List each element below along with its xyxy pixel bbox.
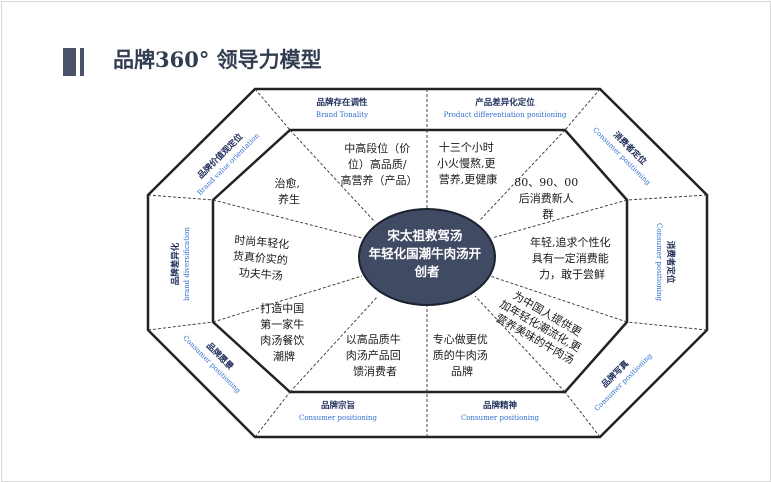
- title-bar-stripe: [80, 48, 84, 76]
- outer-label-diversification: 品牌差异化 brand diversification: [170, 227, 191, 301]
- spokes: [212, 129, 628, 393]
- outer-label-differentiation: 产品差异化定位 Product differentiation position…: [444, 97, 567, 119]
- inner-text-differentiation: 十三个小时 小火慢熬,更 营养,更健康: [437, 140, 499, 186]
- spoke: [489, 275, 628, 323]
- inner-text-line: 时尚年轻化: [234, 233, 290, 252]
- inner-text-purpose: 以高品质牛 肉汤产品回 馈消费者: [346, 332, 405, 378]
- inner-text-tonality: 中高段位（价 位）高品质/ 高营养（产品）: [341, 141, 418, 187]
- spoke: [212, 199, 363, 239]
- outer-label-tonality: 品牌存在调性 Brand Tonality: [316, 97, 368, 119]
- spoke: [212, 275, 363, 323]
- inner-text-line: 后消费新人: [519, 191, 574, 205]
- outer-label-purpose: 品牌宗旨 Consumer positioning: [299, 400, 378, 422]
- inner-text-line: 肉汤餐饮: [260, 333, 304, 347]
- inner-text-line: 品牌: [451, 364, 473, 378]
- inner-text-line: 专心做更优: [433, 332, 488, 346]
- ring-divider: [147, 321, 214, 331]
- ring-divider: [254, 391, 291, 438]
- inner-text-line: 治愈,: [275, 176, 301, 190]
- outer-label-zh: 产品差异化定位: [475, 97, 535, 108]
- inner-text-line: 位）高品质/: [348, 157, 407, 171]
- inner-text-line: 打造中国: [260, 301, 304, 315]
- ring-divider: [626, 321, 708, 331]
- center-text-line: 宋太祖救驾汤: [386, 228, 462, 243]
- inner-text-line: 小火慢熬,更: [437, 156, 496, 170]
- inner-text-line: 力，敢于尝鲜: [539, 267, 605, 281]
- inner-text-diversification-group: 时尚年轻化 货真价实的 功夫牛汤: [231, 233, 293, 284]
- inner-text-line: 中高段位（价: [344, 141, 410, 155]
- outer-label-en: Product differentiation positioning: [444, 111, 567, 119]
- center-text: 宋太祖救驾汤 年轻化国潮牛肉汤开 创者: [369, 228, 486, 279]
- inner-text-line: 群: [543, 207, 554, 221]
- inner-text-diversification: 时尚年轻化 货真价实的 功夫牛汤: [231, 233, 293, 284]
- inner-text-line: 潮牌: [273, 349, 295, 363]
- inner-text-line: 货真价实的: [232, 248, 288, 267]
- outer-label-zh: 消费者定位: [665, 241, 676, 284]
- center-text-line: 创者: [413, 264, 440, 279]
- inner-text-line: 80、90、00: [514, 176, 578, 189]
- inner-text-line: 具有一定消费能: [532, 251, 609, 265]
- inner-text-consumer-traits: 年轻,追求个性化 具有一定消费能 力，敢于尝鲜: [530, 235, 614, 281]
- spoke: [474, 295, 566, 393]
- spoke: [479, 129, 566, 221]
- outer-label-en: Brand Tonality: [316, 111, 368, 119]
- center-ellipse: [358, 208, 496, 306]
- spoke: [491, 199, 628, 239]
- page-title: 品牌360° 领导力模型: [113, 47, 322, 72]
- ring-divider: [254, 88, 291, 131]
- outer-label-zh: 品牌宗旨: [321, 400, 355, 411]
- inner-text-line: 功夫牛汤: [238, 265, 283, 283]
- inner-text-line: 年轻,追求个性化: [530, 235, 611, 249]
- outer-label-zh: 品牌存在调性: [316, 97, 368, 108]
- inner-text-line: 十三个小时: [439, 140, 494, 154]
- outer-label-en: Consumer positioning: [655, 223, 663, 302]
- inner-text-line: 高营养（产品）: [341, 173, 418, 187]
- outer-label-zh: 品牌差异化: [170, 242, 181, 285]
- outer-label-spirit: 品牌精神 Consumer positioning: [461, 400, 540, 422]
- inner-text-line: 肉汤产品回: [346, 348, 401, 362]
- inner-text-line: 以高品质牛: [346, 332, 401, 346]
- outer-label-en: Consumer positioning: [299, 414, 378, 422]
- ring-dividers: [147, 88, 708, 438]
- ring-divider: [564, 88, 601, 131]
- outer-label-en: brand diversification: [183, 227, 191, 301]
- inner-text-spirit: 专心做更优 质的牛肉汤 品牌: [433, 332, 492, 378]
- inner-text-line: 质的牛肉汤: [433, 348, 488, 362]
- inner-text-line: 第一家牛: [260, 317, 304, 331]
- spoke: [289, 295, 379, 393]
- inner-text-consumer-age: 80、90、00 后消费新人 群: [514, 176, 582, 221]
- center-text-line: 年轻化国潮牛肉汤开: [369, 246, 482, 261]
- outer-label-consumer-2: 消费者定位 Consumer positioning: [655, 223, 676, 302]
- spoke: [289, 129, 376, 223]
- inner-text-line: 养生: [278, 192, 300, 206]
- inner-text-values: 治愈, 养生: [275, 176, 304, 206]
- ring-divider: [147, 194, 214, 201]
- outer-label-zh: 品牌精神: [483, 400, 518, 411]
- outer-label-en: Consumer positioning: [461, 414, 540, 422]
- ring-divider: [564, 391, 601, 438]
- ring-divider: [626, 194, 708, 201]
- inner-text-line: 馈消费者: [353, 364, 397, 378]
- title-bar-block: [63, 48, 76, 76]
- inner-text-vision: 打造中国 第一家牛 肉汤餐饮 潮牌: [260, 301, 308, 363]
- inner-text-line: 营养,更健康: [439, 172, 498, 186]
